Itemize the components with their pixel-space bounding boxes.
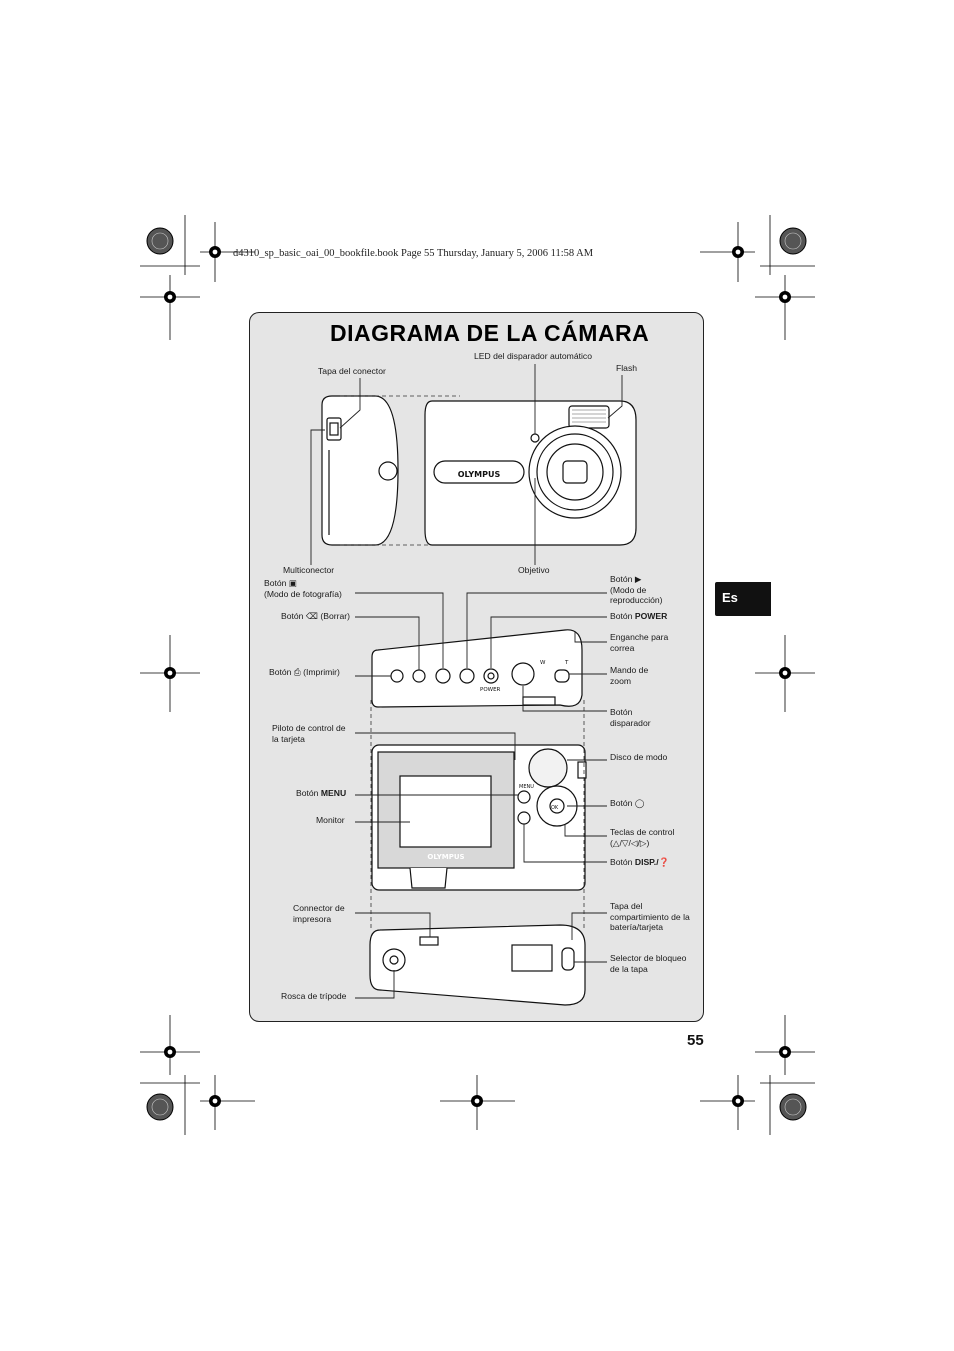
- back-brand: OLYMPUS: [427, 853, 464, 861]
- label-boton-foto: Botón ▣ (Modo de fotografía): [264, 578, 342, 599]
- label-objetivo: Objetivo: [518, 565, 550, 575]
- label-monitor: Monitor: [316, 815, 345, 825]
- label-boton-imprimir: Botón ⎙ (Imprimir): [269, 667, 340, 677]
- language-tab: Es: [715, 582, 771, 616]
- print-icon: ⎙: [293, 667, 301, 677]
- trash-icon: ⌫: [305, 611, 319, 621]
- page-title: DIAGRAMA DE LA CÁMARA: [330, 320, 650, 346]
- label-flash: Flash: [616, 363, 638, 373]
- label-rosca: Rosca de trípode: [281, 991, 347, 1001]
- menu-label: MENU: [519, 784, 534, 790]
- label-teclas-control: Teclas de control(△/▽/◁/▷): [610, 827, 675, 848]
- camera-icon: ▣: [288, 578, 297, 588]
- playback-icon: ▶: [634, 574, 642, 584]
- label-multiconector: Multiconector: [283, 565, 335, 575]
- label-boton-ok: Botón ◯: [610, 798, 645, 808]
- page-number: 55: [687, 1032, 704, 1049]
- label-boton-power: Botón POWER: [610, 611, 668, 621]
- label-boton-menu: Botón MENU: [296, 788, 347, 798]
- ok-icon: ◯: [634, 798, 645, 808]
- label-tapa-conector: Tapa del conector: [318, 366, 386, 376]
- label-boton-borrar: Botón ⌫ (Borrar): [281, 611, 351, 621]
- front-brand: OLYMPUS: [458, 470, 501, 479]
- label-disco-modo: Disco de modo: [610, 752, 668, 762]
- power-label: POWER: [480, 687, 501, 693]
- label-boton-disp: Botón DISP./❓: [610, 857, 670, 867]
- file-info: d4310_sp_basic_oai_00_bookfile.book Page…: [233, 248, 594, 259]
- help-icon: ❓: [658, 857, 670, 867]
- ok-label: OK: [551, 805, 559, 811]
- dial-t-label: T: [564, 660, 569, 666]
- label-led: LED del disparador automático: [474, 351, 592, 361]
- dial-w-label: W: [540, 660, 546, 666]
